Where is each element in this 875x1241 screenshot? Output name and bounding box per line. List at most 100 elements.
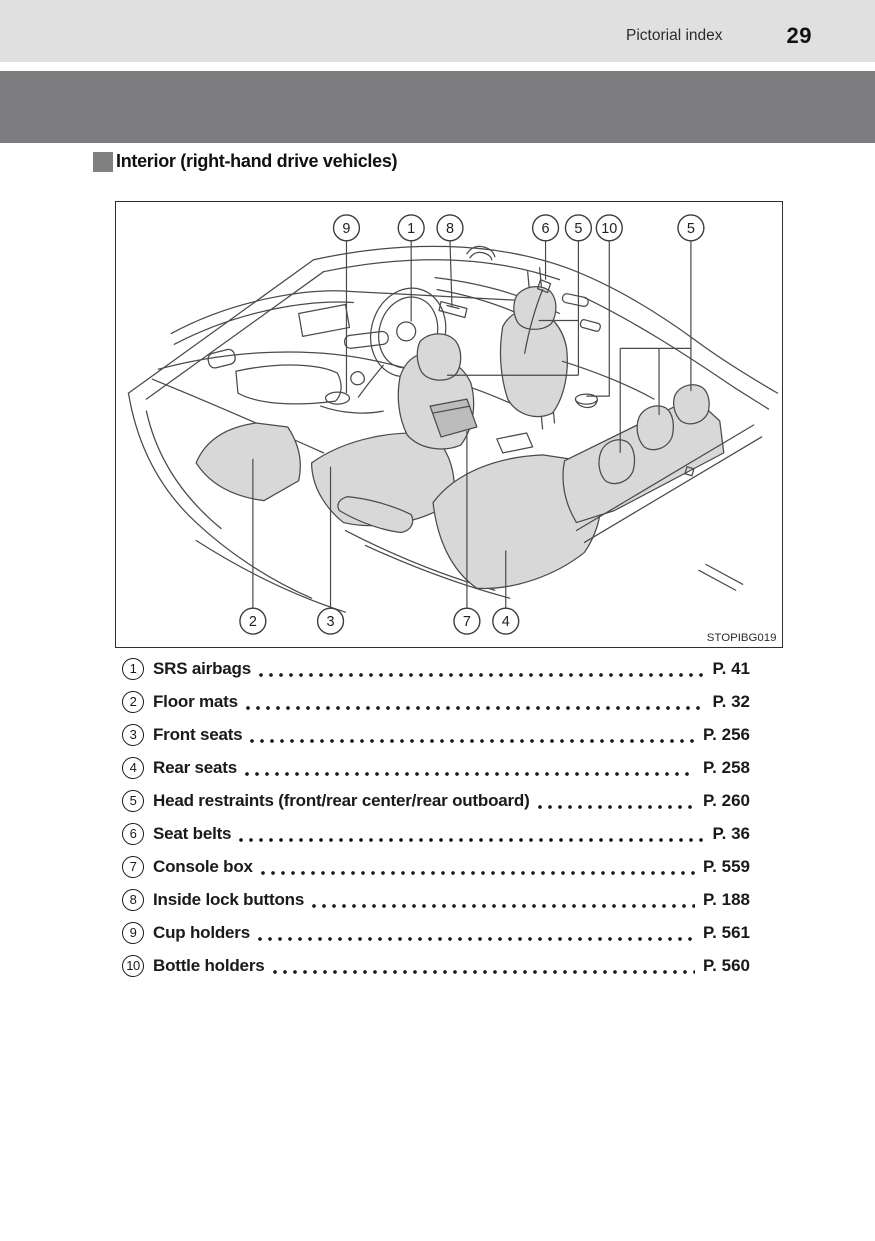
front-door-armrest — [438, 300, 468, 319]
front-head-restraint-far — [513, 286, 557, 330]
svg-text:4: 4 — [502, 614, 510, 630]
pictorial-index-list: 1 SRS airbags P. 41 2 Floor mats P. 32 3… — [122, 652, 750, 982]
dot-leader — [245, 706, 705, 710]
svg-text:7: 7 — [463, 614, 471, 630]
item-number-badge: 5 — [122, 789, 144, 812]
section-title-text: Interior (right-hand drive vehicles) — [116, 151, 398, 171]
seat-rail — [496, 432, 534, 454]
roof-line — [312, 245, 568, 269]
svg-text:3: 3 — [327, 614, 335, 630]
chapter-band — [0, 71, 875, 143]
cup-holder — [324, 391, 351, 405]
item-label: Console box — [153, 856, 253, 876]
dot-leader — [272, 970, 696, 974]
callout-2: 2 — [239, 607, 267, 635]
car-interior-illustration — [127, 245, 779, 613]
index-item-head-restraints: 5 Head restraints (front/rear center/rea… — [122, 784, 750, 817]
rear-seat-back — [562, 396, 725, 524]
dashboard-lower — [151, 378, 325, 454]
hatch-mark-1 — [698, 569, 737, 591]
dot-leader — [257, 937, 696, 941]
callout-7: 7 — [453, 607, 481, 635]
item-label: SRS airbags — [153, 658, 251, 678]
grab-handle-inner — [469, 251, 493, 261]
index-item-front-seats: 3 Front seats P. 256 — [122, 718, 750, 751]
item-label: Rear seats — [153, 757, 238, 777]
dot-leader — [312, 904, 696, 908]
item-label: Bottle holders — [153, 955, 265, 975]
item-number-badge: 9 — [122, 921, 144, 944]
item-number-badge: 6 — [122, 822, 144, 845]
console-edge — [319, 405, 384, 414]
svg-text:8: 8 — [446, 221, 454, 237]
dot-leader — [239, 838, 705, 842]
center-air-vent — [343, 330, 389, 349]
parcel-rail-2 — [583, 436, 763, 544]
index-item-console-box: 7 Console box P. 559 — [122, 850, 750, 883]
item-label: Inside lock buttons — [153, 889, 305, 909]
front-head-restraint-near — [416, 333, 462, 381]
callout-4: 4 — [492, 607, 520, 635]
front-door-handle — [446, 304, 460, 310]
index-item-floor-mats: 2 Floor mats P. 32 — [122, 685, 750, 718]
center-display — [298, 303, 351, 338]
bottle-holder-pocket — [574, 398, 598, 409]
svg-text:9: 9 — [342, 221, 350, 237]
callout-leader-lines — [252, 240, 692, 609]
callouts: 9 1 8 6 5 10 5 — [239, 214, 705, 635]
svg-text:6: 6 — [542, 221, 550, 237]
glove-box — [235, 364, 342, 405]
left-door-line — [145, 410, 222, 530]
item-page-ref: P. 256 — [703, 724, 750, 744]
leader-5a — [447, 240, 580, 376]
gear-knob — [350, 371, 365, 386]
steering-column — [357, 364, 384, 398]
parcel-rail-1 — [575, 424, 755, 532]
svg-text:5: 5 — [574, 221, 582, 237]
item-page-ref: P. 260 — [703, 790, 750, 810]
dot-leader — [245, 772, 696, 776]
leader-5b — [619, 240, 692, 453]
item-page-ref: P. 258 — [703, 757, 750, 777]
left-air-vent — [207, 348, 236, 369]
page-number: 29 — [786, 23, 812, 48]
dot-leader — [260, 871, 696, 875]
item-number-badge: 3 — [122, 723, 144, 746]
hatch-mark-2 — [705, 563, 744, 585]
item-page-ref: P. 41 — [712, 658, 750, 678]
dashboard-top — [170, 290, 524, 335]
callout-5-front: 5 — [564, 214, 593, 242]
car-interior-diagram: 9 1 8 6 5 10 5 — [127, 214, 779, 644]
index-item-cup-holders: 9 Cup holders P. 561 — [122, 916, 750, 949]
callout-6: 6 — [531, 214, 560, 242]
header-section-label: Pictorial index — [626, 27, 723, 44]
item-page-ref: P. 36 — [712, 823, 750, 843]
item-label: Head restraints (front/rear center/rear … — [153, 790, 530, 810]
item-page-ref: P. 559 — [703, 856, 750, 876]
rear-door-lock-knob — [684, 466, 695, 477]
interior-diagram-figure: 9 1 8 6 5 10 5 — [115, 201, 783, 648]
seat-belt-strap — [524, 288, 544, 354]
item-number-badge: 4 — [122, 756, 144, 779]
leader-8 — [449, 240, 453, 308]
roof-rear-line — [565, 267, 779, 394]
rear-door-handle — [561, 293, 589, 308]
console-box — [429, 398, 478, 438]
item-number-badge: 8 — [122, 888, 144, 911]
dashboard-top-inner — [173, 301, 355, 345]
rear-head-restraint-near — [598, 439, 636, 485]
callout-1: 1 — [397, 214, 425, 242]
callout-5-rear: 5 — [677, 214, 705, 242]
console-box-lid — [432, 405, 471, 414]
seat-side-lever — [337, 496, 414, 534]
callout-9: 9 — [332, 214, 361, 242]
dot-leader — [250, 739, 696, 743]
callout-10: 10 — [595, 214, 623, 242]
seat-belt-anchor — [536, 279, 552, 294]
left-body-line — [127, 392, 313, 599]
square-bullet-icon — [93, 151, 113, 172]
grab-handle — [466, 245, 496, 258]
rear-door-armrest — [561, 360, 655, 400]
svg-text:1: 1 — [407, 221, 415, 237]
svg-text:5: 5 — [687, 221, 695, 237]
